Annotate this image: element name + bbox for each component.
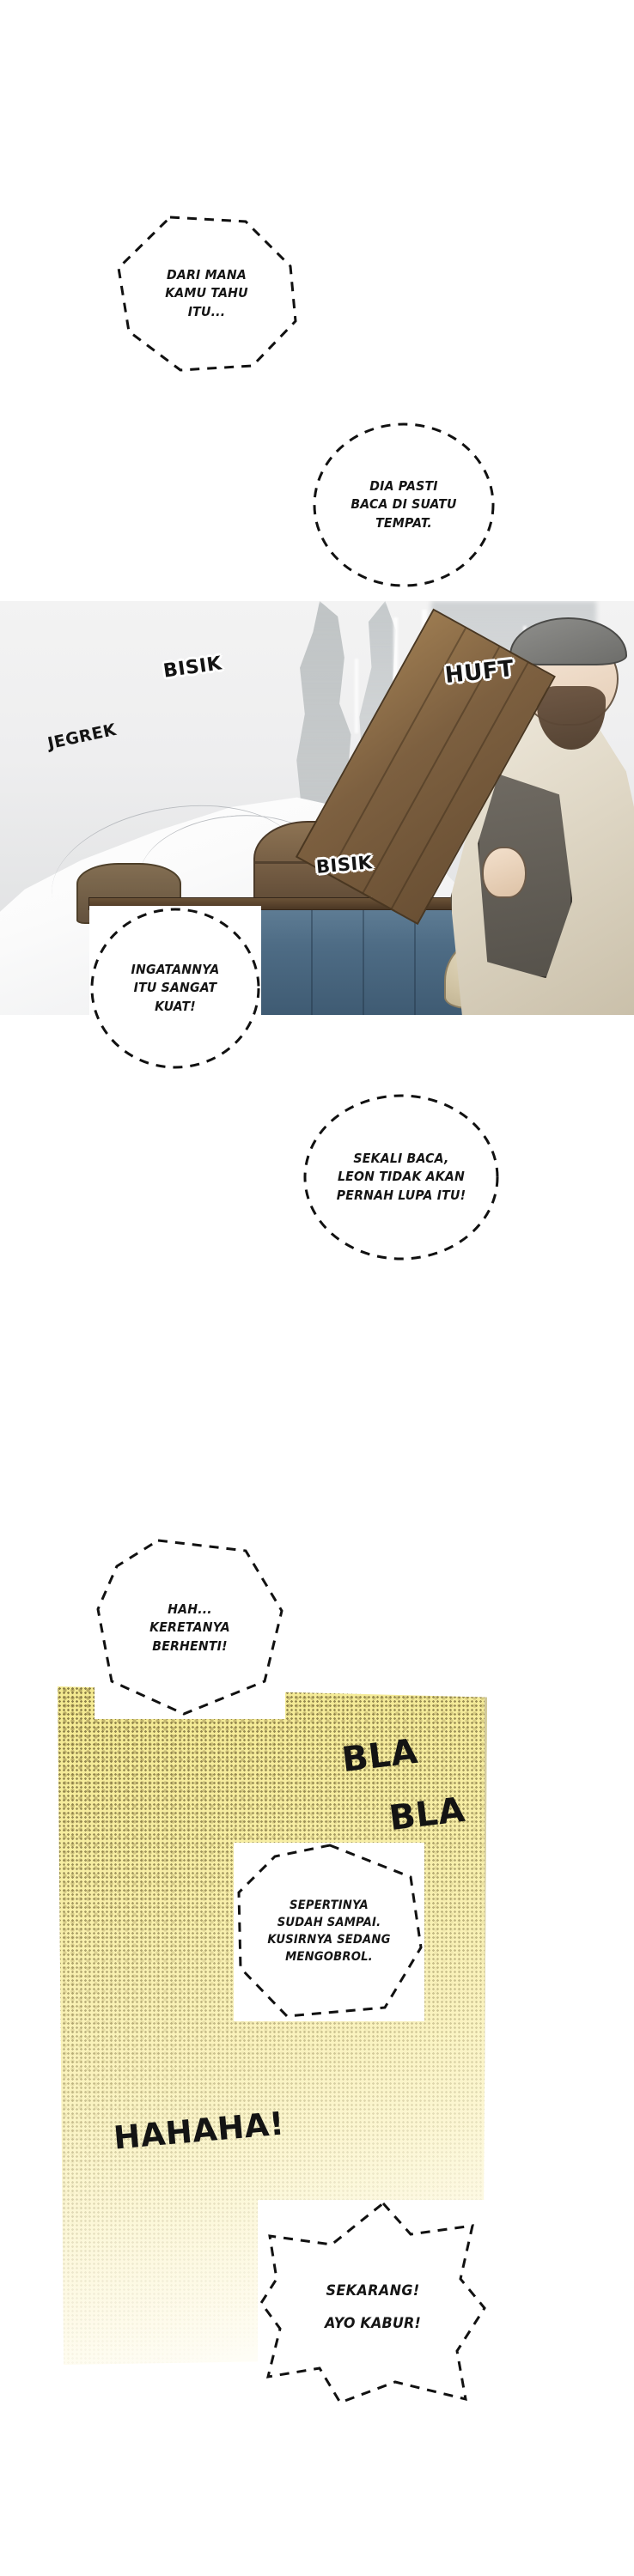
wagon-plank-line bbox=[414, 907, 416, 1015]
bubble-text-line1: SEKARANG! bbox=[326, 2281, 420, 2300]
bubble-text-wrap: SEKALI BACA, LEON TIDAK AKAN PERNAH LUPA… bbox=[302, 1150, 500, 1205]
bubble-text: SEPERTINYA SUDAH SAMPAI. KUSIRNYA SEDANG… bbox=[267, 1899, 391, 1964]
bubble-text: SEKALI BACA, LEON TIDAK AKAN PERNAH LUPA… bbox=[336, 1151, 466, 1203]
bubble-text: DARI MANA KAMU TAHU ITU... bbox=[165, 267, 248, 319]
speech-bubble-dia-pasti: DIA PASTI BACA DI SUATU TEMPAT. bbox=[312, 421, 496, 589]
window-highlight-1 bbox=[393, 617, 398, 726]
bubble-text-line2: AYO KABUR! bbox=[324, 2315, 422, 2332]
wagon-plank-line bbox=[363, 907, 364, 1015]
workman-flat-cap bbox=[509, 617, 628, 665]
bubble-text-wrap: HAH... KERETANYA BERHENTI! bbox=[94, 1601, 285, 1656]
workman-hand bbox=[482, 846, 527, 898]
workman-figure bbox=[296, 608, 634, 1015]
panel2-left-edge bbox=[53, 1686, 57, 2365]
speech-bubble-sepertinya: SEPERTINYA SUDAH SAMPAI. KUSIRNYA SEDANG… bbox=[234, 1843, 424, 2021]
bubble-text-wrap: SEPERTINYA SUDAH SAMPAI. KUSIRNYA SEDANG… bbox=[234, 1898, 424, 1966]
wagon-plank-line bbox=[310, 907, 313, 1015]
bubble-text-wrap: DIA PASTI BACA DI SUATU TEMPAT. bbox=[312, 477, 496, 532]
window-highlight-6 bbox=[355, 659, 359, 734]
speech-bubble-ingatannya: INGATANNYA ITU SANGAT KUAT! bbox=[89, 906, 261, 1071]
speech-bubble-sekarang-kabur: SEKARANG! AYO KABUR! bbox=[258, 2200, 488, 2406]
speech-bubble-sekali-baca: SEKALI BACA, LEON TIDAK AKAN PERNAH LUPA… bbox=[302, 1092, 500, 1262]
speech-bubble-dari-mana: DARI MANA KAMU TAHU ITU... bbox=[115, 215, 298, 373]
speech-bubble-hah-keretanya: HAH... KERETANYA BERHENTI! bbox=[94, 1537, 285, 1719]
bubble-text: HAH... KERETANYA BERHENTI! bbox=[149, 1601, 230, 1654]
bubble-text-wrap: SEKARANG! AYO KABUR! bbox=[258, 2272, 488, 2334]
bubble-text: INGATANNYA ITU SANGAT KUAT! bbox=[131, 962, 220, 1014]
bubble-text-wrap: DARI MANA KAMU TAHU ITU... bbox=[115, 266, 298, 321]
bubble-text: DIA PASTI BACA DI SUATU TEMPAT. bbox=[351, 478, 457, 531]
bubble-text-wrap: INGATANNYA ITU SANGAT KUAT! bbox=[89, 961, 261, 1016]
